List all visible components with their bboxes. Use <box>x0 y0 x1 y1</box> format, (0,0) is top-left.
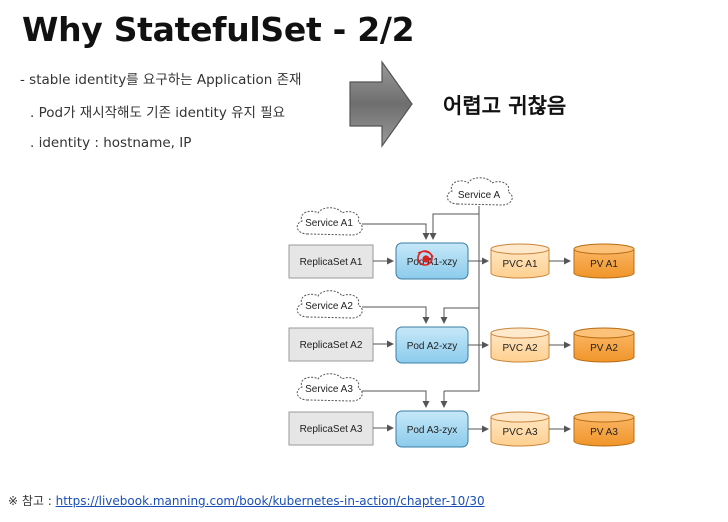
pv-a3-label: PV A3 <box>590 427 618 438</box>
pod-a2-label: Pod A2-xzy <box>407 341 458 352</box>
pv-a1-cylinder: PV A1 <box>573 243 635 279</box>
replicaset-a1-box <box>288 244 374 279</box>
service-a1-label: Service A1 <box>305 218 353 229</box>
cloud-service-a2 <box>296 290 363 319</box>
service-a-to-pod-a2 <box>440 307 479 324</box>
cloud-service-a: Service A <box>446 177 513 206</box>
replicaset-a3-label: ReplicaSet A3 <box>300 424 363 435</box>
service-a-to-pod-a1 <box>429 213 479 240</box>
pvc-a3-label: PVC A3 <box>502 427 537 438</box>
bullet-identity-hostname-ip: . identity : hostname, IP <box>30 135 192 151</box>
reference-footer: ※ 참고 : https://livebook.manning.com/book… <box>8 492 485 509</box>
row-a1: Service A1 ReplicaSet A1 Pod A1-xzy PVC … <box>288 207 635 280</box>
row-a2: Service A2 ReplicaSet A2 Pod A2-xzy PVC … <box>288 290 635 364</box>
service-a-trunk <box>444 206 480 392</box>
cloud-service-a1 <box>296 207 363 236</box>
red-annotation-mark <box>417 250 434 266</box>
pv-a3-cylinder: PV A3 <box>573 411 635 447</box>
cloud-service-a3 <box>296 373 363 402</box>
reference-link[interactable]: https://livebook.manning.com/book/kubern… <box>55 494 485 508</box>
reference-prefix: ※ 참고 : <box>8 494 56 508</box>
replicaset-a2-label: ReplicaSet A2 <box>300 340 363 351</box>
pv-a1-label: PV A1 <box>590 259 618 270</box>
slide-title: Why StatefulSet - 2/2 <box>22 10 415 49</box>
pvc-a2-cylinder: PVC A2 <box>490 327 550 363</box>
bullet-pod-restart: . Pod가 재시작해도 기존 identity 유지 필요 <box>30 105 286 121</box>
pvc-a1-label: PVC A1 <box>502 259 537 270</box>
pvc-a3-cylinder: PVC A3 <box>490 411 550 447</box>
replicaset-a3-box <box>288 411 374 446</box>
bullet-stable-identity: - stable identity를 요구하는 Application 존재 <box>20 72 302 88</box>
pod-a1-label: Pod A1-xzy <box>407 257 458 268</box>
service-a-label: Service A <box>458 190 501 201</box>
replicaset-a1-label: ReplicaSet A1 <box>300 257 363 268</box>
service-a3-label: Service A3 <box>305 384 353 395</box>
callout-text: 어렵고 귀찮음 <box>443 94 567 118</box>
pvc-a1-cylinder: PVC A1 <box>490 243 550 279</box>
pv-a2-label: PV A2 <box>590 343 618 354</box>
right-arrow-icon <box>349 60 413 148</box>
pvc-a2-label: PVC A2 <box>502 343 537 354</box>
pod-a3-label: Pod A3-zyx <box>407 425 458 436</box>
row-a3: Service A3 ReplicaSet A3 Pod A3-zyx PVC … <box>288 373 635 448</box>
pv-a2-cylinder: PV A2 <box>573 327 635 363</box>
service-a2-label: Service A2 <box>305 301 353 312</box>
